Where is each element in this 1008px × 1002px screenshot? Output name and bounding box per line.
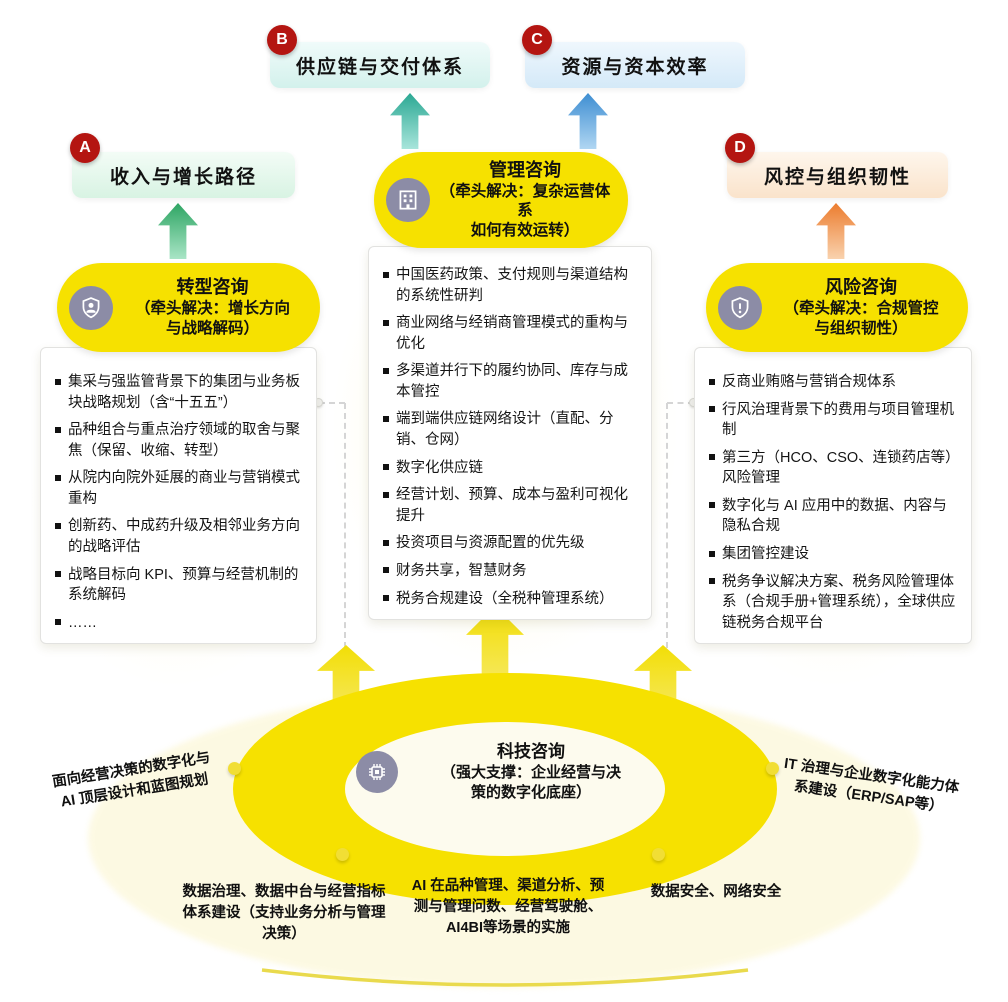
building-icon — [386, 178, 430, 222]
list-item: 商业网络与经销商管理模式的重构与优化 — [381, 313, 639, 354]
blue-up-arrow — [568, 93, 608, 149]
tag-resource-capital-efficiency: 资源与资本效率 — [525, 42, 745, 88]
pillar-management-card: 中国医药政策、支付规则与渠道结构的系统性研判 商业网络与经销商管理模式的重构与优… — [368, 246, 652, 621]
pillar-management-title-block: 管理咨询 （牵头解决：复杂运营体系 如何有效运转） — [436, 159, 614, 241]
pillar-transform-title-block: 转型咨询 （牵头解决：增长方向 与战略解码） — [119, 276, 306, 338]
tag-supply-chain-delivery: 供应链与交付体系 — [270, 42, 490, 88]
connector-dashed-left-horizontal — [319, 402, 345, 404]
connector-dashed-left-vertical — [344, 403, 346, 648]
list-item: 品种组合与重点治疗领域的取舍与聚焦（保留、收缩、转型） — [53, 420, 304, 461]
tag-risk-resilience: 风控与组织韧性 — [727, 152, 948, 198]
list-item: 反商业贿赂与营销合规体系 — [707, 372, 959, 393]
list-item: 从院内向院外延展的商业与营销模式重构 — [53, 468, 304, 509]
list-item: 数字化供应链 — [381, 458, 639, 479]
connector-dashed-right-vertical — [666, 403, 668, 648]
tech-title: 科技咨询 — [497, 742, 565, 761]
pillar-risk-title-block: 风险咨询 （牵头解决：合规管控 与组织韧性） — [768, 276, 954, 338]
badge-b: B — [267, 25, 297, 55]
pillar-transform-title: 转型咨询 — [176, 277, 249, 298]
list-item: 行风治理背景下的费用与项目管理机制 — [707, 400, 959, 441]
list-item: 中国医药政策、支付规则与渠道结构的系统性研判 — [381, 265, 639, 306]
ring-dot-right — [766, 762, 779, 775]
pillar-transform-subtitle: （牵头解决：增长方向 与战略解码） — [134, 299, 290, 337]
person-shield-icon — [69, 285, 113, 330]
ring-dot-bottom-left — [336, 848, 349, 861]
list-item: 端到端供应链网络设计（直配、分销、仓网） — [381, 409, 639, 450]
list-item: 财务共享，智慧财务 — [381, 561, 639, 582]
green-up-arrow — [158, 203, 198, 259]
list-item: 第三方（HCO、CSO、连锁药店等）风险管理 — [707, 448, 959, 489]
list-item: 经营计划、预算、成本与盈利可视化提升 — [381, 485, 639, 526]
list-item: 集采与强监管背景下的集团与业务板块战略规划（含“十五五”） — [53, 372, 304, 413]
tech-satellite-bottom-center: AI 在品种管理、渠道分析、预测与管理问数、经营驾驶舱、AI4BI等场景的实施 — [411, 878, 605, 937]
pillar-management-list: 中国医药政策、支付规则与渠道结构的系统性研判 商业网络与经销商管理模式的重构与优… — [381, 265, 639, 609]
connector-dashed-right-horizontal — [667, 402, 694, 404]
badge-c: C — [522, 25, 552, 55]
pillar-transform-list: 集采与强监管背景下的集团与业务板块战略规划（含“十五五”） 品种组合与重点治疗领… — [53, 372, 304, 633]
list-item: 集团管控建设 — [707, 544, 959, 565]
tech-ring-hole — [345, 722, 665, 856]
teal-up-arrow — [390, 93, 430, 149]
pillar-risk-header: 风险咨询 （牵头解决：合规管控 与组织韧性） — [706, 263, 968, 352]
tech-satellite-bottom-left: 数据治理、数据中台与经营指标体系建设（支持业务分析与管理决策） — [182, 884, 386, 943]
badge-a: A — [70, 133, 100, 163]
ring-dot-left — [228, 762, 241, 775]
pillar-transform-card: 集采与强监管背景下的集团与业务板块战略规划（含“十五五”） 品种组合与重点治疗领… — [40, 347, 317, 645]
tech-title-block: 科技咨询 （强大支撑：企业经营与决 策的数字化底座） — [406, 741, 656, 803]
ring-dot-bottom-right — [652, 848, 665, 861]
list-item: 创新药、中成药升级及相邻业务方向的战略评估 — [53, 516, 304, 557]
pillar-risk-title: 风险咨询 — [825, 277, 897, 298]
pillar-risk-list: 反商业贿赂与营销合规体系 行风治理背景下的费用与项目管理机制 第三方（HCO、C… — [707, 372, 959, 633]
tech-satellite-bottom-right: 数据安全、网络安全 — [650, 884, 782, 900]
list-item: 投资项目与资源配置的优先级 — [381, 533, 639, 554]
tech-subtitle: （强大支撑：企业经营与决 策的数字化底座） — [440, 764, 621, 801]
pillar-management-title: 管理咨询 — [489, 160, 561, 180]
list-item: 税务争议解决方案、税务风险管理体系（合规手册+管理系统），全球供应链税务合规平台 — [707, 572, 959, 634]
shield-alert-icon — [718, 285, 762, 330]
list-item: 多渠道并行下的履约协同、库存与成本管控 — [381, 361, 639, 402]
orange-up-arrow — [816, 203, 856, 259]
list-item: 税务合规建设（全税种管理系统） — [381, 589, 639, 610]
badge-d: D — [725, 133, 755, 163]
pillar-management-subtitle: （牵头解决：复杂运营体系 如何有效运转） — [439, 182, 611, 240]
list-item: 战略目标向 KPI、预算与经营机制的系统解码 — [53, 565, 304, 606]
tech-header: 科技咨询 （强大支撑：企业经营与决 策的数字化底座） — [356, 741, 656, 803]
pillar-risk-subtitle: （牵头解决：合规管控 与组织韧性） — [783, 299, 939, 337]
pillar-risk-card: 反商业贿赂与营销合规体系 行风治理背景下的费用与项目管理机制 第三方（HCO、C… — [694, 347, 972, 645]
list-item: 数字化与 AI 应用中的数据、内容与隐私合规 — [707, 496, 959, 537]
tag-revenue-growth: 收入与增长路径 — [72, 152, 295, 198]
list-item: …… — [53, 613, 304, 634]
chip-icon — [356, 750, 398, 793]
pillar-transform-header: 转型咨询 （牵头解决：增长方向 与战略解码） — [57, 263, 320, 352]
pillar-management-header: 管理咨询 （牵头解决：复杂运营体系 如何有效运转） — [374, 152, 628, 248]
